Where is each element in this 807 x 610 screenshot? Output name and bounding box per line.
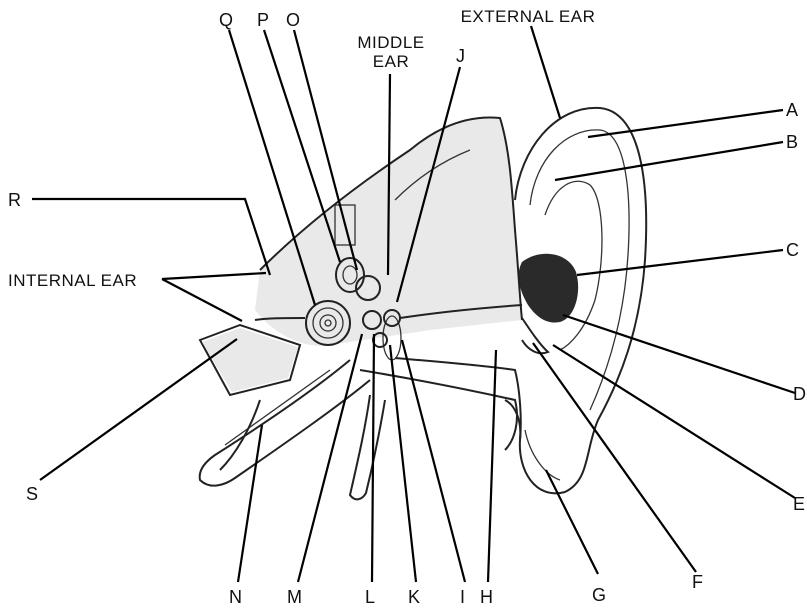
leader-M	[298, 334, 362, 582]
label-D: D	[793, 384, 806, 404]
label-J: J	[456, 46, 465, 66]
label-I: I	[460, 587, 465, 607]
label-A: A	[786, 100, 798, 120]
leader-D	[563, 315, 795, 393]
label-E: E	[793, 494, 805, 514]
leader-F	[533, 343, 696, 572]
concha	[519, 254, 578, 323]
label-internal-ear: INTERNAL EAR	[8, 271, 137, 290]
tragus	[522, 318, 548, 353]
label-N: N	[229, 587, 242, 607]
label-C: C	[786, 240, 799, 260]
ear-drawing	[200, 108, 647, 499]
label-G: G	[592, 585, 606, 605]
label-Q: Q	[219, 10, 233, 30]
label-F: F	[692, 572, 703, 592]
leader-internal-ear-1	[162, 273, 266, 279]
label-R: R	[8, 190, 21, 210]
leader-B	[555, 142, 783, 180]
earlobe	[525, 430, 560, 480]
label-O: O	[286, 10, 300, 30]
label-middle-ear-1: MIDDLE	[357, 33, 424, 52]
leader-R	[32, 199, 270, 275]
leader-N	[238, 425, 262, 582]
label-M: M	[287, 587, 302, 607]
leader-C	[577, 250, 783, 275]
leader-H	[488, 350, 496, 582]
label-S: S	[26, 484, 38, 504]
ear-canal-lower	[395, 358, 521, 440]
leader-S	[40, 339, 237, 480]
label-external-ear: EXTERNAL EAR	[461, 7, 596, 26]
leader-internal-ear-2	[162, 279, 242, 321]
label-L: L	[365, 587, 375, 607]
leader-G	[546, 470, 598, 574]
label-H: H	[480, 587, 493, 607]
label-K: K	[408, 587, 420, 607]
leader-external-ear	[531, 26, 560, 118]
label-middle-ear-2: EAR	[373, 52, 409, 71]
styloid-process	[350, 395, 385, 499]
label-P: P	[257, 10, 269, 30]
label-B: B	[786, 132, 798, 152]
